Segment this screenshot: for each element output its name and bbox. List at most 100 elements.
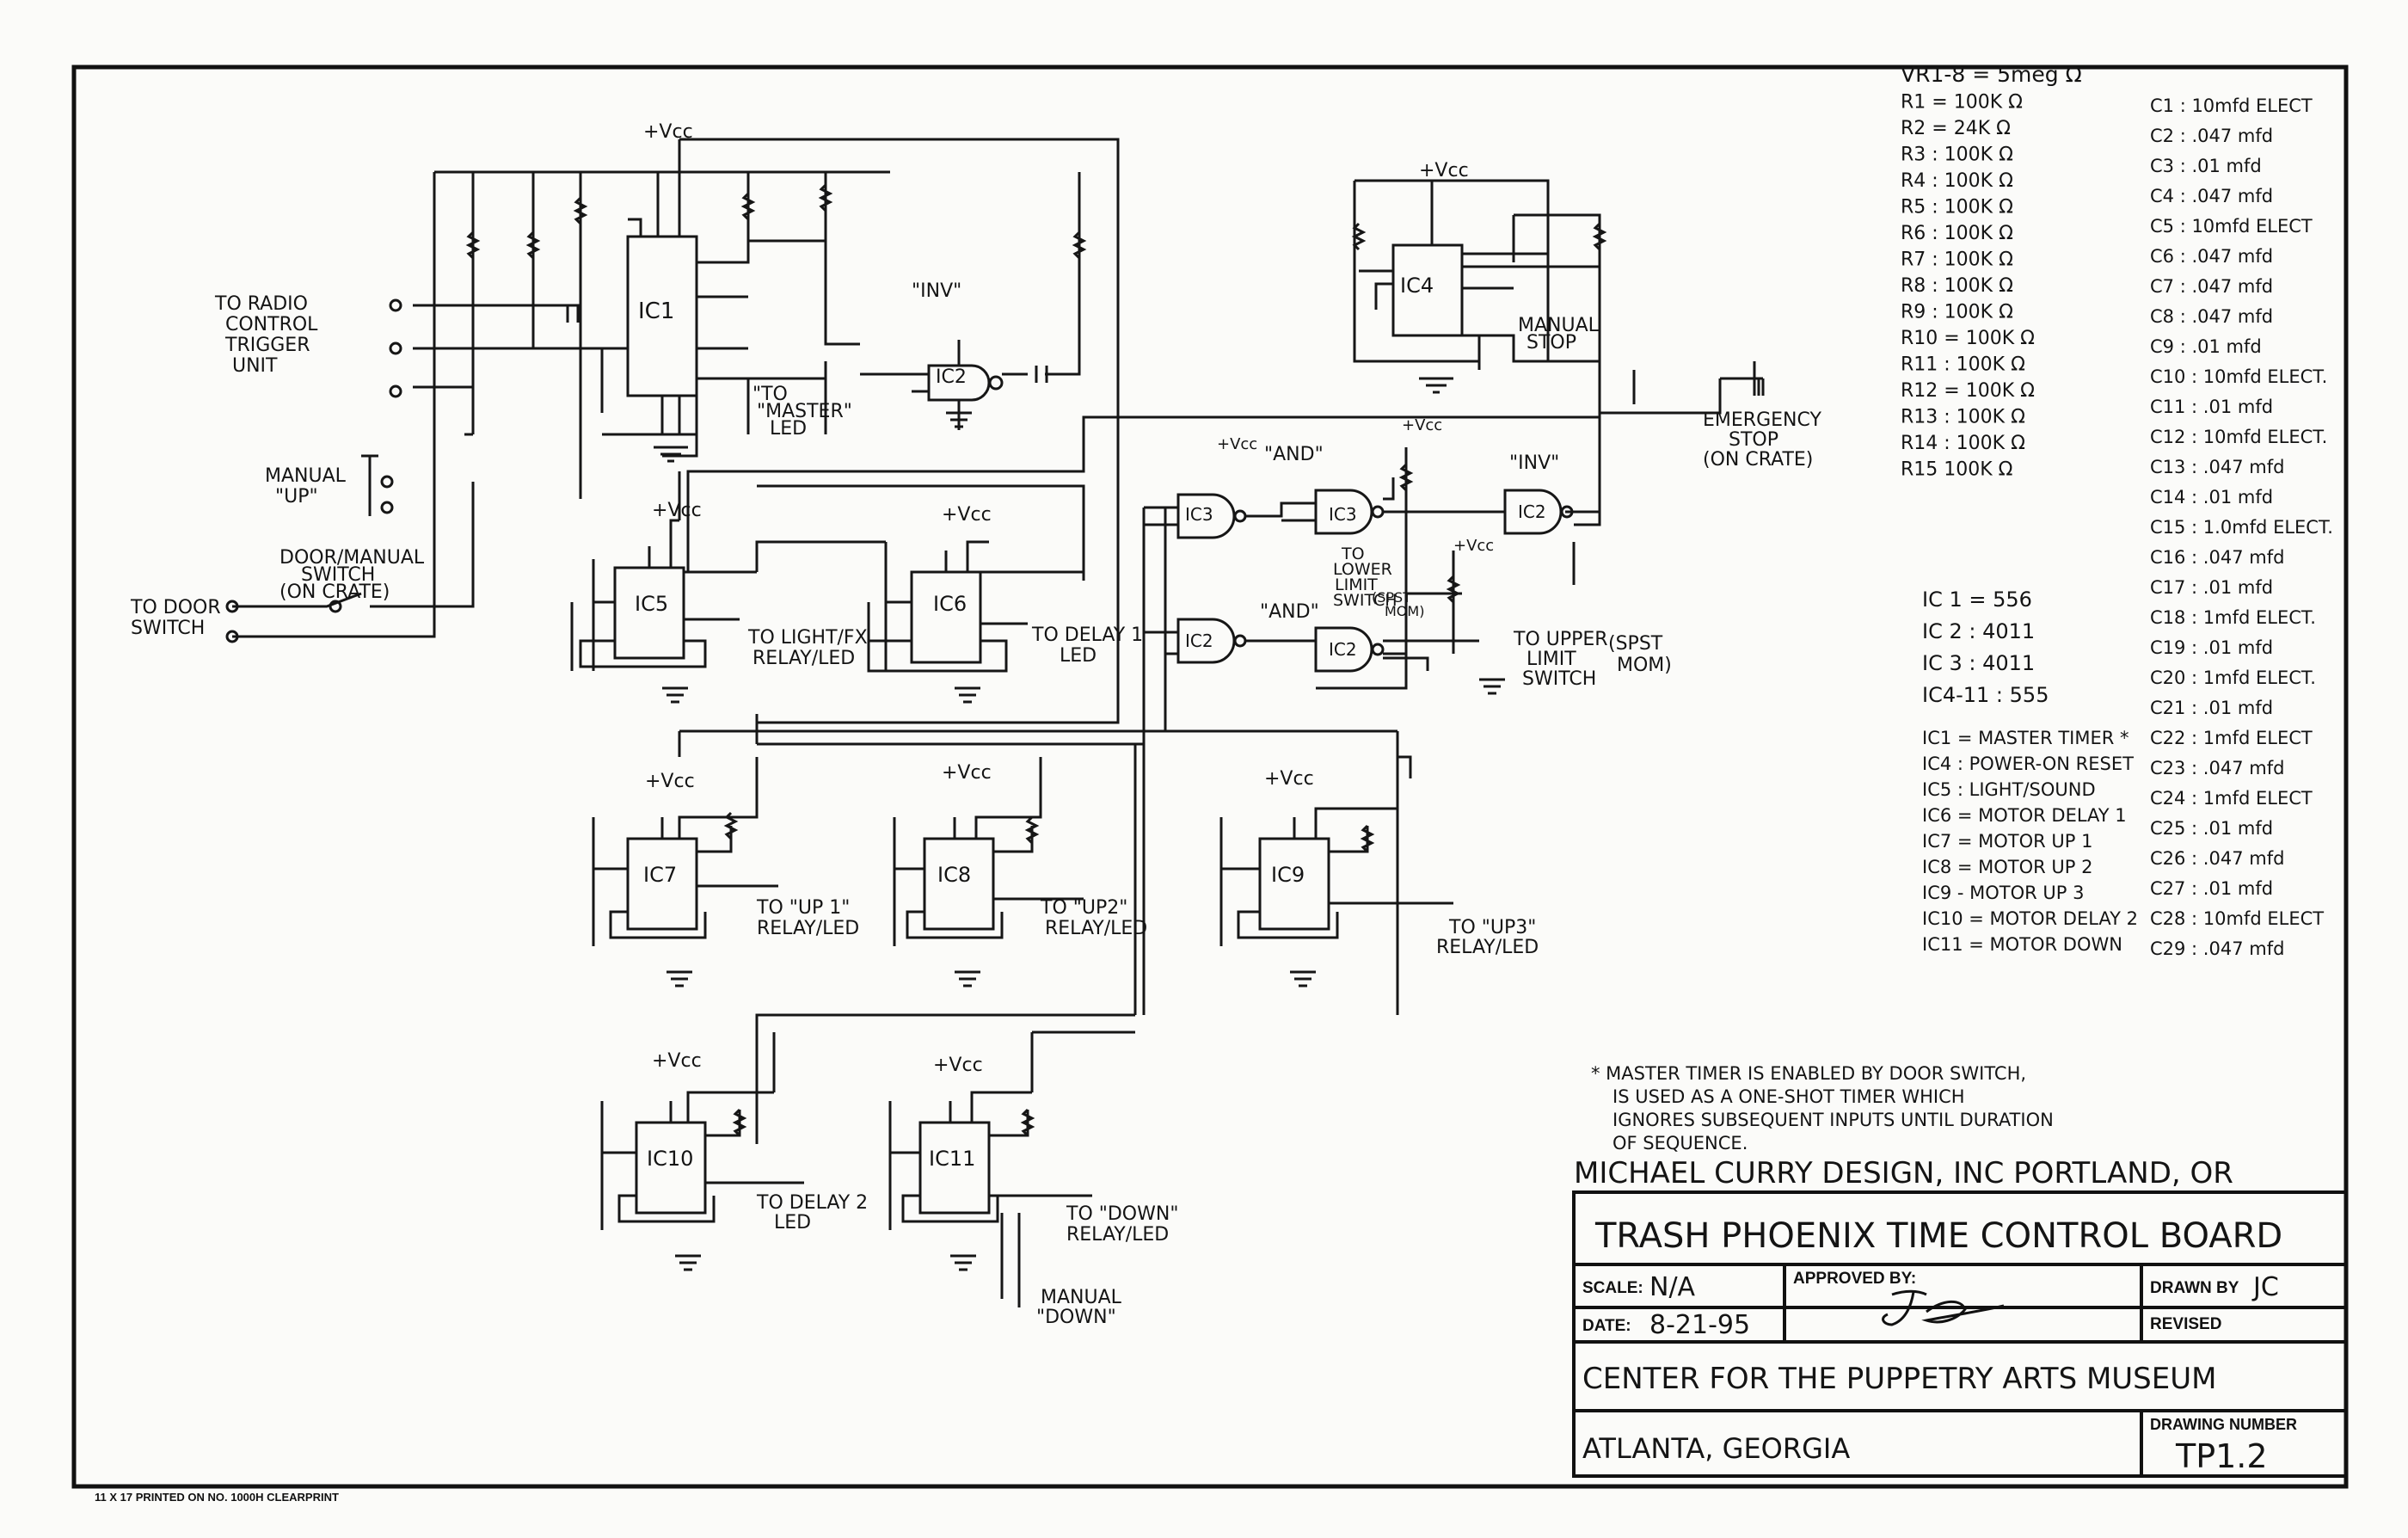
- manual-stop-label-1: MANUAL: [1518, 315, 1600, 336]
- master-led-label-3: LED: [770, 418, 807, 440]
- resistor-entry: R14 : 100K Ω: [1901, 433, 2025, 454]
- drawing-number: TP1.2: [2175, 1437, 2268, 1475]
- capacitor-entry: C29 : .047 mfd: [2150, 938, 2284, 959]
- svg-text:LIMIT: LIMIT: [1526, 649, 1576, 670]
- ic5-label: IC5: [635, 592, 668, 616]
- drawn-label: DRAWN BY: [2150, 1279, 2239, 1297]
- company-line: MICHAEL CURRY DESIGN, INC PORTLAND, OR: [1574, 1156, 2233, 1190]
- svg-text:MOM): MOM): [1617, 655, 1672, 676]
- ic1-label: IC1: [638, 298, 674, 324]
- capacitor-entry: C14 : .01 mfd: [2150, 487, 2273, 508]
- light-fx-2: RELAY/LED: [752, 648, 855, 669]
- svg-text:STOP: STOP: [1729, 429, 1778, 451]
- resistor-entry: R7 : 100K Ω: [1901, 249, 2013, 271]
- svg-text:MANUAL: MANUAL: [265, 465, 347, 487]
- capacitor-entry: C7 : .047 mfd: [2150, 276, 2273, 297]
- ic-type-entry: IC 2 : 4011: [1922, 619, 2035, 643]
- footnote-line-4: OF SEQUENCE.: [1612, 1133, 1748, 1154]
- ic-type-entry: IC 1 = 556: [1922, 588, 2032, 612]
- svg-text:LOWER: LOWER: [1333, 560, 1392, 579]
- svg-text:DOOR/MANUAL: DOOR/MANUAL: [280, 547, 425, 569]
- ic-function-entry: IC4 : POWER-ON RESET: [1922, 754, 2134, 774]
- capacitor-entry: C2 : .047 mfd: [2150, 126, 2273, 146]
- svg-text:STOP: STOP: [1526, 332, 1576, 354]
- title-block-text: TRASH PHOENIX TIME CONTROL BOARD SCALE: …: [1582, 1216, 2297, 1475]
- svg-text:LED: LED: [770, 418, 807, 440]
- svg-text:"UP": "UP": [275, 486, 318, 508]
- and-label-1: "AND": [1264, 444, 1324, 465]
- svg-text:(ON CRATE): (ON CRATE): [280, 581, 390, 603]
- svg-text:SWITCH: SWITCH: [1333, 591, 1398, 610]
- lower-limit-4: SWITCH: [1333, 591, 1398, 610]
- capacitor-entry: C13 : .047 mfd: [2150, 457, 2284, 477]
- vcc-r10: +Vcc: [1453, 537, 1494, 555]
- up2-2: RELAY/LED: [1045, 918, 1147, 939]
- radio-label-3: TRIGGER: [224, 335, 310, 356]
- ic-function-entry: IC5 : LIGHT/SOUND: [1922, 779, 2096, 800]
- resistor-entry: R8 : 100K Ω: [1901, 275, 2013, 297]
- capacitor-entry: C3 : .01 mfd: [2150, 156, 2262, 176]
- svg-text:MOM): MOM): [1385, 603, 1424, 619]
- ic-function-entry: IC11 = MOTOR DOWN: [1922, 934, 2122, 955]
- resistor-entry: R5 : 100K Ω: [1901, 197, 2013, 218]
- svg-text:TO "UP3": TO "UP3": [1448, 917, 1536, 938]
- svg-text:LED: LED: [774, 1212, 811, 1233]
- resistor-entry: R12 = 100K Ω: [1901, 380, 2035, 402]
- spst-mom-1: (SPST: [1608, 633, 1663, 655]
- lower-limit-2: LOWER: [1333, 560, 1392, 579]
- ic2-label-1: IC2: [936, 366, 967, 388]
- svg-text:TO LIGHT/FX: TO LIGHT/FX: [747, 627, 868, 649]
- footnote-line-3: IGNORES SUBSEQUENT INPUTS UNTIL DURATION: [1612, 1110, 2054, 1130]
- vcc-ic1: +Vcc: [643, 121, 693, 143]
- ic8-label: IC8: [937, 863, 971, 887]
- upper-limit-2: LIMIT: [1526, 649, 1576, 670]
- inv-label-1: "INV": [912, 280, 961, 302]
- resistor-entry: R10 = 100K Ω: [1901, 328, 2035, 349]
- ic-type-entry: IC 3 : 4011: [1922, 651, 2035, 675]
- vcc-ic7: +Vcc: [645, 771, 695, 792]
- svg-text:MANUAL: MANUAL: [1518, 315, 1600, 336]
- resistor-entry: R1 = 100K Ω: [1901, 92, 2023, 114]
- up3-2: RELAY/LED: [1436, 937, 1539, 958]
- vcc-ic5: +Vcc: [652, 500, 702, 521]
- capacitor-entry: C22 : 1mfd ELECT: [2150, 728, 2313, 748]
- inv-label-2: "INV": [1509, 452, 1559, 474]
- light-fx-1: TO LIGHT/FX: [747, 627, 868, 649]
- capacitor-entry: C16 : .047 mfd: [2150, 547, 2284, 568]
- svg-text:TO "UP2": TO "UP2": [1040, 897, 1127, 919]
- ic4-label: IC4: [1400, 274, 1434, 298]
- date-label: DATE:: [1582, 1317, 1631, 1335]
- scale-value: N/A: [1649, 1272, 1696, 1302]
- to-door-label-2: SWITCH: [131, 618, 205, 639]
- up1-2: RELAY/LED: [757, 918, 859, 939]
- ic9-label: IC9: [1271, 863, 1305, 887]
- radio-label-4: UNIT: [232, 355, 278, 377]
- location: ATLANTA, GEORGIA: [1582, 1432, 1850, 1465]
- resistor-entry: R9 : 100K Ω: [1901, 302, 2013, 323]
- up2-1: TO "UP2": [1040, 897, 1127, 919]
- master-led-label-2: "MASTER": [757, 401, 852, 422]
- drawing-title: TRASH PHOENIX TIME CONTROL BOARD: [1594, 1216, 2282, 1256]
- delay2-2: LED: [774, 1212, 811, 1233]
- resistor-entry: VR1-8 = 5meg Ω: [1901, 62, 2082, 87]
- manual-up-label-1: MANUAL: [265, 465, 347, 487]
- svg-text:TO DELAY 1: TO DELAY 1: [1031, 624, 1143, 646]
- resistor-entry: R11 : 100K Ω: [1901, 354, 2025, 376]
- svg-text:LED: LED: [1060, 645, 1096, 667]
- lower-limit-1: TO: [1341, 544, 1365, 563]
- ic2-label-2: IC2: [1185, 631, 1213, 651]
- drawing-number-label: DRAWING NUMBER: [2150, 1416, 2297, 1433]
- down-2: RELAY/LED: [1066, 1224, 1169, 1246]
- manual-down-2: "DOWN": [1036, 1307, 1116, 1328]
- drawn-value: JC: [2251, 1272, 2279, 1302]
- svg-text:CONTROL: CONTROL: [225, 314, 318, 335]
- svg-text:EMERGENCY: EMERGENCY: [1703, 409, 1821, 431]
- radio-label-1: TO RADIO: [214, 293, 308, 315]
- date-value: 8-21-95: [1649, 1310, 1750, 1340]
- ic-function-entry: IC9 - MOTOR UP 3: [1922, 883, 2085, 903]
- ic2-label-3: IC2: [1329, 639, 1357, 660]
- capacitor-entry: C11 : .01 mfd: [2150, 397, 2273, 417]
- ic-function-entry: IC6 = MOTOR DELAY 1: [1922, 805, 2127, 826]
- ic2-label-4: IC2: [1518, 501, 1546, 522]
